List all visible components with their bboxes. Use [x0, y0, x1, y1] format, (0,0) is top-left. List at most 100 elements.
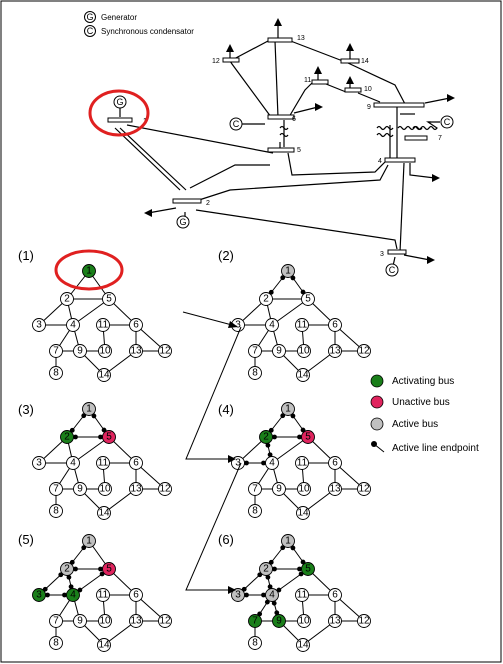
line-2-4 — [198, 164, 389, 201]
condensor-3-symbol: C — [389, 265, 396, 275]
bus-node-label-11: 11 — [98, 320, 109, 331]
bus-node-label-6: 6 — [332, 458, 338, 469]
bus-node-label-3: 3 — [36, 590, 42, 601]
bus-12-bar — [222, 57, 240, 63]
active-line-endpoint — [267, 584, 273, 590]
bus-node-5 — [301, 292, 315, 306]
bus-node-11 — [295, 588, 309, 602]
line-12-13 — [231, 40, 269, 61]
load-3 — [403, 254, 431, 261]
bus-node-6 — [328, 318, 342, 332]
arrowhead — [226, 44, 234, 52]
bus-node-7 — [49, 482, 63, 496]
bus-node-label-1: 1 — [285, 404, 291, 415]
bus-node-label-5: 5 — [305, 564, 311, 575]
bus-node-8 — [49, 504, 63, 518]
bus-node-label-3: 3 — [235, 590, 241, 601]
panel-label-3: (3) — [18, 402, 34, 417]
bus-node-14 — [296, 506, 310, 520]
line-9-14 — [347, 62, 406, 105]
bus-node-label-2: 2 — [263, 294, 269, 305]
load-6 — [293, 106, 319, 114]
bus-node-5 — [102, 562, 116, 576]
transformer-5-6 — [279, 125, 289, 138]
bus-node-label-7: 7 — [53, 484, 59, 495]
highlight-ellipse-bus1 — [88, 89, 150, 137]
bus-node-label-14: 14 — [297, 508, 309, 519]
bus-node-10 — [98, 344, 112, 358]
arrowhead — [346, 76, 354, 84]
bus-label-5: 5 — [297, 147, 301, 154]
bus-node-label-3: 3 — [235, 458, 241, 469]
bus-node-11 — [96, 456, 110, 470]
bus-4-bar — [384, 157, 416, 163]
bus-node-8 — [248, 504, 262, 518]
active-bus-label: Active bus — [392, 419, 438, 430]
bus-node-7 — [49, 344, 63, 358]
bus-node-label-2: 2 — [64, 564, 70, 575]
bus-node-label-2: 2 — [64, 432, 70, 443]
edge-4-5 — [72, 298, 110, 326]
arrowhead — [144, 209, 152, 217]
line-10-11 — [325, 83, 347, 93]
bus-node-label-1: 1 — [86, 404, 92, 415]
condensor-8-symbol: C — [444, 117, 451, 127]
bus-label-12: 12 — [212, 58, 220, 65]
bus-node-10 — [297, 482, 311, 496]
bus-node-label-4: 4 — [70, 320, 76, 331]
bus-node-label-10: 10 — [298, 346, 310, 357]
bus-node-label-11: 11 — [297, 458, 308, 469]
panel-label-6: (6) — [218, 532, 234, 547]
bus-node-label-9: 9 — [77, 346, 83, 357]
arrowhead — [315, 103, 323, 111]
bus-node-4 — [265, 456, 279, 470]
bus-node-label-11: 11 — [297, 320, 308, 331]
bus-node-10 — [297, 344, 311, 358]
arrowhead — [274, 18, 282, 26]
bus-node-3 — [32, 456, 46, 470]
bus-node-label-12: 12 — [358, 616, 370, 627]
bus-node-label-6: 6 — [133, 590, 139, 601]
bus-node-12 — [357, 482, 371, 496]
activating-bus-label: Activating bus — [392, 376, 454, 387]
bus-3-bar — [387, 249, 407, 255]
panel-label-1: (1) — [18, 248, 34, 263]
bus-node-6 — [328, 456, 342, 470]
bus-node-label-9: 9 — [276, 484, 282, 495]
bus-node-14 — [97, 638, 111, 652]
condensor-3-icon — [385, 263, 399, 277]
bus-node-label-13: 13 — [130, 484, 142, 495]
bus-node-label-10: 10 — [298, 484, 310, 495]
bus-node-label-5: 5 — [106, 294, 112, 305]
bus-label-13: 13 — [297, 35, 305, 42]
edge-4-5 — [72, 436, 110, 464]
top-legend: G Generator C Synchronous condensator — [84, 11, 194, 37]
bus-node-label-6: 6 — [133, 320, 139, 331]
bus-label-3: 3 — [380, 251, 384, 258]
bus-node-label-9: 9 — [276, 616, 282, 627]
active-line-endpoint — [66, 574, 72, 580]
bus-node-label-5: 5 — [106, 564, 112, 575]
bus-10-bar — [344, 87, 362, 93]
bus-node-label-1: 1 — [285, 536, 291, 547]
active-line-endpoint — [265, 574, 271, 580]
panel-label-4: (4) — [218, 402, 234, 417]
bus-node-6 — [328, 588, 342, 602]
bus-node-label-13: 13 — [329, 616, 341, 627]
bus-node-label-13: 13 — [329, 346, 341, 357]
bus-node-label-2: 2 — [263, 564, 269, 575]
bus-node-label-14: 14 — [297, 640, 309, 651]
bus-node-13 — [328, 614, 342, 628]
bus-node-1 — [281, 264, 295, 278]
bus-node-4 — [66, 588, 80, 602]
bus-node-label-6: 6 — [133, 458, 139, 469]
generator-2-symbol: G — [179, 217, 186, 227]
bus-node-2 — [60, 430, 74, 444]
condensor-legend-label: Synchronous condensator — [101, 27, 194, 36]
bus-node-4 — [66, 318, 80, 332]
line-2-5 — [189, 164, 270, 189]
